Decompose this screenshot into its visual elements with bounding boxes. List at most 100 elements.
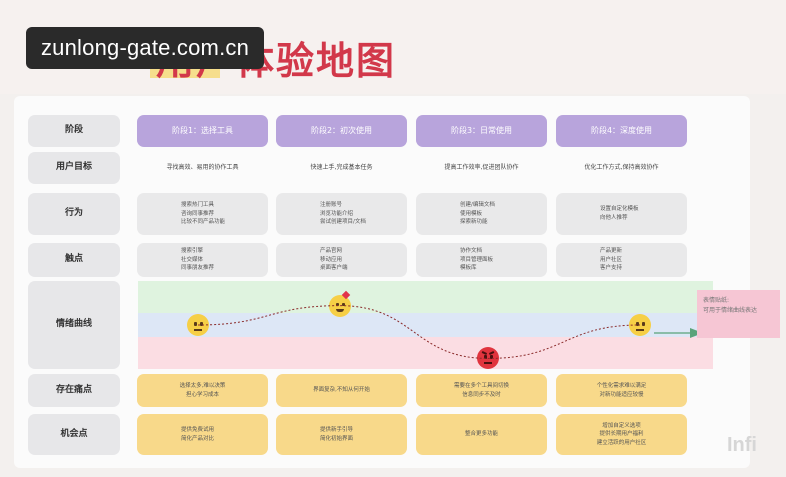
emoji-mouth [194, 329, 202, 331]
goal-cell: 寻找高效、易用的协作工具 [137, 152, 268, 184]
opportunity-cell: 整合更多功能 [416, 414, 547, 455]
cell-text: 寻找高效、易用的协作工具 [166, 164, 239, 172]
emoji-eye [490, 355, 493, 359]
cell-text: 建立活跃的用户社区 [596, 439, 647, 446]
stage-header: 阶段1：选择工具 [137, 115, 268, 147]
cell-text: 产品更新 [600, 248, 623, 255]
cell-text: 模板库 [460, 265, 477, 272]
opportunity-cell: 提供新手引导简化初始界面 [276, 414, 407, 455]
cell-text: 需要在多个工具间切换 [453, 382, 509, 389]
stage-header: 阶段2：初次使用 [276, 115, 407, 147]
behavior-cell: 设置自定化模板向他人推荐 [556, 193, 687, 235]
opportunity-cell: 增加自定义选项提供长期用户福利建立活跃的用户社区 [556, 414, 687, 455]
neutral-face-icon [187, 314, 209, 336]
cell-text: 桌面客户端 [320, 265, 348, 272]
row-label: 用户目标 [28, 152, 120, 184]
cell-text: 提供免费试用 [181, 426, 215, 433]
emoji-mouth [484, 362, 492, 365]
cell-text: 咨询同事推荐 [181, 210, 215, 217]
row-label: 行为 [28, 193, 120, 235]
emotion-band [138, 281, 713, 313]
brow-icon [488, 351, 495, 355]
touchpoint-cell: 搜索引擎社交媒体同事朋友推荐 [137, 243, 268, 277]
brand-logo: Infi [727, 434, 757, 456]
brow-icon [481, 351, 488, 355]
cell-text: 阶段 [64, 125, 83, 136]
cell-text: 对新功能适应较慢 [599, 391, 644, 398]
emoji-mouth [336, 308, 344, 312]
cell-text: 行为 [64, 208, 83, 219]
cell-text: 移动应用 [320, 256, 343, 263]
cell-text: 协作文档 [460, 248, 483, 255]
cell-text: 阶段3：日常使用 [450, 125, 513, 135]
opportunity-cell: 提供免费试用简化产品对比 [137, 414, 268, 455]
pain-point-cell: 需要在多个工具间切换信息同步不及时 [416, 374, 547, 407]
row-label: 阶段 [28, 115, 120, 147]
row-label: 触点 [28, 243, 120, 277]
cell-text: 浏览功能介绍 [320, 210, 354, 217]
love-face-icon [329, 290, 351, 317]
watermark-banner: zunlong-gate.com.cn [26, 27, 264, 69]
cell-text: 界面复杂,不知从何开始 [313, 387, 370, 394]
cell-text: 阶段2：初次使用 [310, 125, 373, 135]
cell-text: 项目管理面板 [460, 256, 494, 263]
cell-text: 优化工作方式,保持高效协作 [584, 164, 659, 172]
touchpoint-cell: 产品更新用户社区客户支持 [556, 243, 687, 277]
row-label: 情绪曲线 [28, 281, 120, 369]
cell-text: 存在痛点 [55, 384, 92, 395]
emoji-eye [194, 322, 197, 326]
cell-text: 机会点 [60, 428, 88, 439]
cell-text: 阶段1：选择工具 [171, 125, 234, 135]
cell-text: 产品官网 [320, 248, 343, 255]
sticker-note-line: 可用于情绪曲线表达 [703, 307, 758, 315]
touchpoint-cell: 协作文档项目管理面板模板库 [416, 243, 547, 277]
stage-header: 阶段3：日常使用 [416, 115, 547, 147]
row-label: 机会点 [28, 414, 120, 455]
cell-text: 提供新手引导 [320, 426, 354, 433]
cell-text: 尝试创建项目/文档 [320, 219, 366, 226]
emoji-eye [636, 322, 639, 326]
emoji-eye [200, 322, 203, 326]
emoji-eye [342, 302, 345, 307]
cell-text: 触点 [64, 254, 83, 265]
row-label: 存在痛点 [28, 374, 120, 407]
cell-text: 搜索引擎 [181, 248, 204, 255]
cell-text: 担心学习成本 [185, 391, 219, 398]
cell-text: 探索新功能 [460, 219, 488, 226]
neutral-face-icon [629, 314, 651, 336]
cell-text: 用户社区 [600, 256, 623, 263]
cell-text: 提高工作效率,促进团队协作 [444, 164, 519, 172]
sticker-note-line: 表情贴纸: [703, 297, 730, 304]
cell-text: 向他人推荐 [600, 215, 628, 221]
touchpoint-cell: 产品官网移动应用桌面客户端 [276, 243, 407, 277]
cell-text: 使用模板 [460, 210, 483, 217]
emoji-eye [642, 322, 645, 326]
cell-text: 注册账号 [320, 202, 343, 209]
cell-text: 同事朋友推荐 [181, 265, 215, 272]
emoji-eye [484, 355, 487, 359]
emoji-mouth [636, 329, 644, 331]
cell-text: 情绪曲线 [55, 319, 92, 330]
cell-text: 比较不同产品功能 [181, 219, 226, 226]
emoji-eye [336, 302, 339, 307]
pain-point-cell: 界面复杂,不知从何开始 [276, 374, 407, 407]
cell-text: 搜索热门工具 [181, 202, 215, 209]
cell-text: 信息同步不及时 [462, 391, 501, 398]
cell-text: 社交媒体 [181, 256, 204, 263]
cell-text: 选择太多,难以决策 [179, 382, 226, 389]
cell-text: 简化初始界面 [320, 435, 354, 442]
behavior-cell: 搜索热门工具咨询同事推荐比较不同产品功能 [137, 193, 268, 235]
cell-text: 快速上手,完成基本任务 [310, 164, 373, 172]
cell-text: 提供长期用户福利 [599, 431, 644, 438]
cell-text: 客户支持 [600, 265, 623, 272]
behavior-cell: 创建/编辑文档使用模板探索新功能 [416, 193, 547, 235]
sticker-note: 表情贴纸: 可用于情绪曲线表达 [697, 290, 780, 338]
emotion-band [138, 312, 713, 338]
cell-text: 简化产品对比 [181, 435, 215, 442]
emotion-band [138, 337, 713, 369]
behavior-cell: 注册账号浏览功能介绍尝试创建项目/文档 [276, 193, 407, 235]
cell-text: 整合更多功能 [464, 431, 498, 438]
stage-header: 阶段4：深度使用 [556, 115, 687, 147]
pain-point-cell: 选择太多,难以决策担心学习成本 [137, 374, 268, 407]
cell-text: 增加自定义选项 [602, 422, 641, 429]
